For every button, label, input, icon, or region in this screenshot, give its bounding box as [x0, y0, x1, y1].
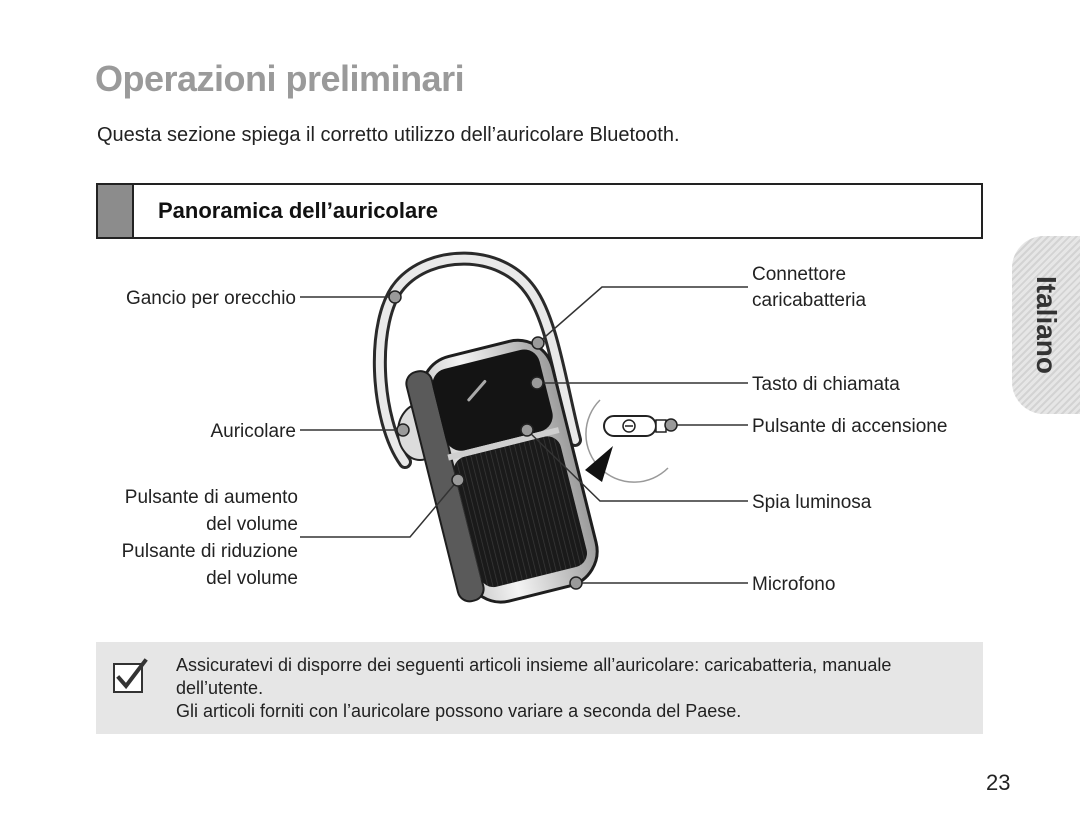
label-power-button: Pulsante di accensione — [752, 416, 947, 437]
ear-hook — [372, 251, 582, 469]
checkmark-icon — [113, 658, 148, 693]
label-indicator-light: Spia luminosa — [752, 492, 872, 513]
section-header-bar: Panoramica dell’auricolare — [96, 183, 983, 239]
note-box: Assicuratevi di disporre dei seguenti ar… — [96, 642, 983, 734]
page-number: 23 — [986, 770, 1011, 795]
label-volume-down-1: Pulsante di riduzione — [122, 541, 298, 562]
charger-connector-dot — [531, 336, 545, 350]
power-switch-callout — [585, 399, 669, 483]
indicator-light-dot — [520, 423, 534, 437]
earpiece-dot — [396, 423, 410, 437]
label-ear-hook: Gancio per orecchio — [126, 288, 296, 309]
language-side-tab: Italiano — [1012, 236, 1080, 414]
leader-dots — [388, 290, 678, 590]
call-button-dot — [530, 376, 544, 390]
label-charger-connector-2: caricabatteria — [752, 290, 866, 311]
section-header-swatch — [98, 185, 134, 237]
page-title: Operazioni preliminari — [95, 58, 465, 99]
ear-hook-dot — [388, 290, 402, 304]
label-earpiece: Auricolare — [210, 421, 296, 442]
power-button-dot — [664, 418, 678, 432]
volume-button-dot — [451, 473, 465, 487]
label-microphone: Microfono — [752, 574, 835, 595]
label-volume-up-1: Pulsante di aumento — [125, 487, 298, 508]
leader-lines — [300, 286, 748, 584]
note-text: Assicuratevi di disporre dei seguenti ar… — [176, 654, 966, 723]
label-volume-up-2: del volume — [206, 514, 298, 535]
note-line-1: Assicuratevi di disporre dei seguenti ar… — [176, 655, 892, 698]
headset-body — [405, 338, 599, 604]
label-call-button: Tasto di chiamata — [752, 374, 900, 395]
label-charger-connector-1: Connettore — [752, 264, 846, 285]
label-volume-down-2: del volume — [206, 568, 298, 589]
section-heading: Panoramica dell’auricolare — [158, 198, 439, 223]
note-line-2: Gli articoli forniti con l’auricolare po… — [176, 701, 742, 721]
intro-text: Questa sezione spiega il corretto utiliz… — [97, 124, 680, 146]
microphone-dot — [569, 576, 583, 590]
